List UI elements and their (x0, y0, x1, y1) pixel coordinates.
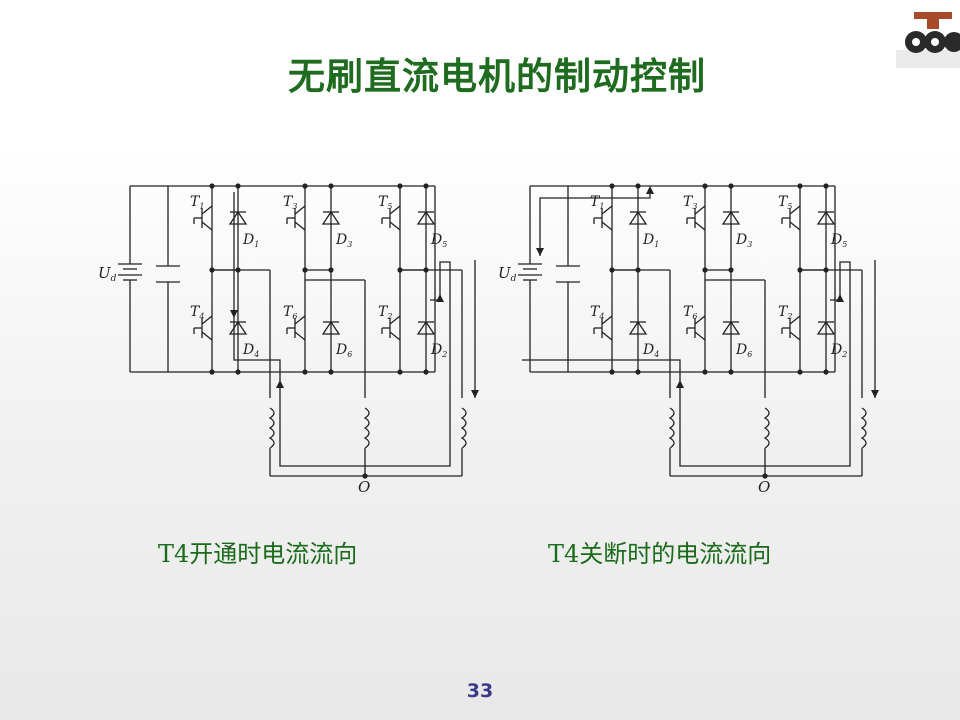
transistor-label: T6 (283, 304, 297, 321)
diode-label: D1 (242, 232, 259, 249)
diode-label: D6 (735, 342, 752, 359)
diode-label: D2 (830, 342, 847, 359)
svg-text:Ud: Ud (98, 264, 117, 284)
diode-label: D2 (430, 342, 447, 359)
neutral-label: O (358, 478, 370, 496)
transistor-label: T2 (378, 304, 392, 321)
diode-label: D3 (735, 232, 752, 249)
diode-label: D4 (642, 342, 659, 359)
diode-label: D3 (335, 232, 352, 249)
transistor-label: T2 (778, 304, 792, 321)
transistor-label: T5 (378, 194, 392, 211)
diode-label: D6 (335, 342, 352, 359)
transistor-label: T5 (778, 194, 792, 211)
caption-t4-on: T4开通时电流流向 (158, 540, 358, 568)
svg-text:Ud: Ud (498, 264, 517, 284)
slide-title: 无刷直流电机的制动控制 (288, 55, 706, 98)
diode-label: D1 (642, 232, 659, 249)
transistor-label: T1 (590, 194, 604, 211)
neutral-label: O (758, 478, 770, 496)
page-number: 33 (466, 680, 494, 702)
transistor-label: T1 (190, 194, 204, 211)
diode-label: D5 (830, 232, 847, 249)
transistor-label: T4 (590, 304, 604, 321)
diode-label: D5 (430, 232, 447, 249)
transistor-label: T4 (190, 304, 204, 321)
transistor-label: T3 (283, 194, 297, 211)
transistor-label: T6 (683, 304, 697, 321)
transistor-label: T3 (683, 194, 697, 211)
diode-label: D4 (242, 342, 259, 359)
logo-icon (896, 6, 960, 68)
caption-t4-off: T4关断时的电流流向 (548, 540, 772, 568)
